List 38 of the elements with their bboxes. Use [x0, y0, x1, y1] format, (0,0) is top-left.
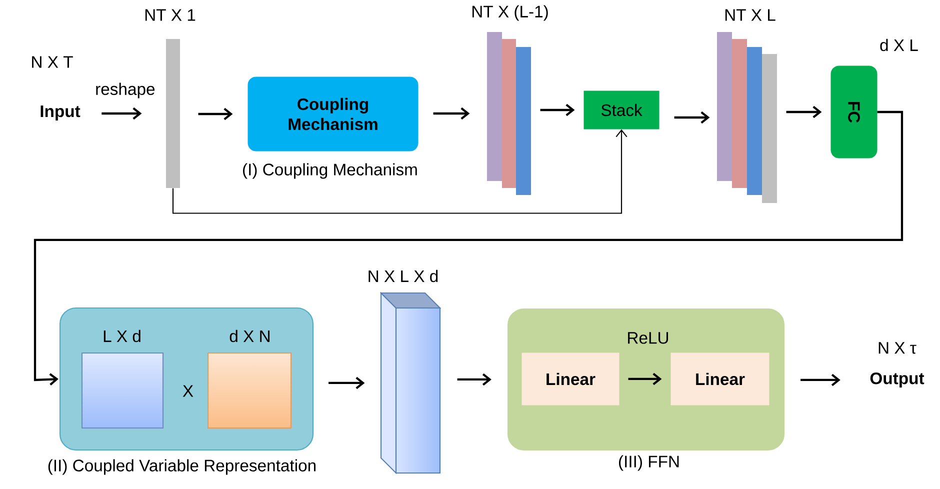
node-label: (I) Coupling Mechanism: [243, 163, 417, 179]
dimension-label: d X N: [230, 330, 270, 342]
node-label: (III) FFN: [619, 455, 679, 471]
bar-stack: [717, 32, 777, 203]
dimension-label: L X d: [104, 330, 140, 342]
dimension-label: N X L X d: [368, 270, 438, 282]
output-label: Output: [870, 372, 924, 388]
process-box: Coupling Mechanism: [248, 76, 418, 152]
dimension-label: N X T: [32, 56, 73, 68]
arrow: [172, 129, 628, 214]
arrow: [674, 111, 710, 124]
dimension-label: N X τ: [878, 342, 916, 354]
bar-stack: [487, 32, 531, 195]
arrow: [800, 374, 840, 386]
matrix-square: [207, 352, 292, 429]
arrow: [328, 376, 365, 390]
arrow: [457, 373, 492, 386]
edge-label: reshape: [96, 82, 155, 98]
dimension-label: NT X L: [725, 9, 776, 21]
arrow: [433, 107, 470, 120]
arrow: [628, 372, 662, 386]
multiply-sign: X: [182, 385, 194, 397]
node-label: (II) Coupled Variable Representation: [48, 459, 316, 475]
arrow: [198, 108, 233, 120]
input-label: Input: [40, 106, 80, 120]
matrix-square: [81, 352, 164, 429]
dimension-label: NT X (L-1): [472, 5, 548, 21]
process-box: Stack: [584, 90, 660, 130]
arrow: [540, 104, 575, 116]
process-box: Linear: [522, 352, 620, 406]
arrow: [786, 106, 822, 118]
arrow: [34, 110, 904, 386]
arrow: [102, 107, 142, 120]
dimension-label: NT X 1: [145, 9, 196, 21]
dimension-label: d X L: [880, 38, 918, 52]
vector-bar: [166, 39, 180, 188]
process-box: FC: [830, 66, 878, 158]
process-box: Linear: [670, 352, 770, 406]
